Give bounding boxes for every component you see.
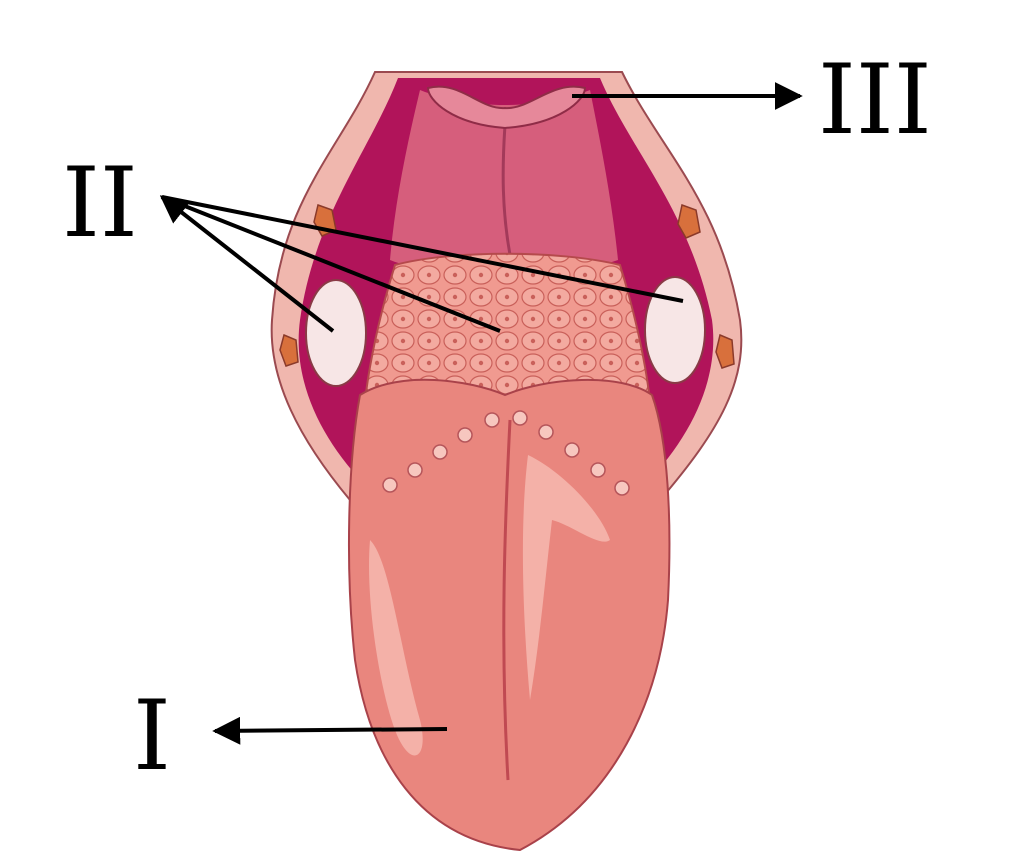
uvula <box>426 85 587 130</box>
glands-right <box>677 204 735 369</box>
palate-midline <box>501 124 512 256</box>
palatine-tonsil-right <box>644 276 706 384</box>
palatine-tonsil-left <box>305 279 367 387</box>
tongue <box>347 378 671 852</box>
tongue-highlight-right <box>522 455 610 700</box>
arrow-tonsil-left <box>159 195 335 333</box>
arrow-tongue <box>212 716 448 745</box>
tongue-highlight-left <box>369 540 423 756</box>
palatine-tonsils <box>305 276 706 387</box>
tongue-body <box>347 378 671 852</box>
tongue-midline <box>502 419 512 781</box>
label-uvula: III <box>818 44 932 156</box>
vallate-papillae <box>382 410 630 496</box>
label-tongue: I <box>133 680 171 792</box>
arrow-tonsil-center <box>161 195 501 333</box>
pointer-arrows <box>159 82 803 745</box>
arrow-tonsil-right <box>161 195 684 303</box>
glands-left <box>279 204 337 367</box>
label-tonsils: II <box>62 147 138 259</box>
